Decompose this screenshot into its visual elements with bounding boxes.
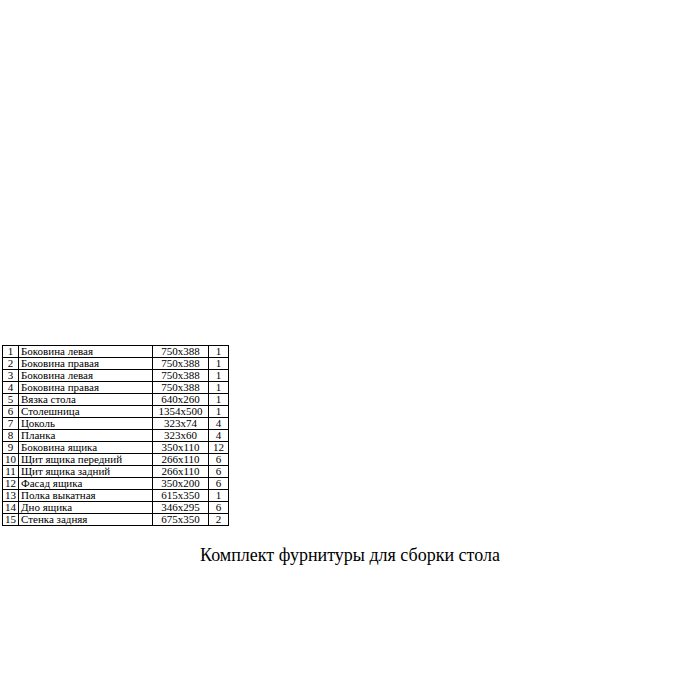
part-size: 615x350 (153, 490, 209, 502)
parts-table-row: 15Стенка задняя675x3502 (3, 514, 229, 526)
part-name: Фасад ящика (19, 478, 153, 490)
part-number: 14 (3, 502, 19, 514)
part-size: 266x110 (153, 466, 209, 478)
part-name: Боковина правая (19, 358, 153, 370)
part-size: 750x388 (153, 382, 209, 394)
part-name: Боковина правая (19, 382, 153, 394)
part-name: Дно ящика (19, 502, 153, 514)
part-size: 266x110 (153, 454, 209, 466)
parts-table-row: 13Полка выкатная615x3501 (3, 490, 229, 502)
part-size: 1354x500 (153, 406, 209, 418)
parts-table-row: 8Планка323x604 (3, 430, 229, 442)
part-number: 11 (3, 466, 19, 478)
part-size: 350x110 (153, 442, 209, 454)
part-name: Боковина левая (19, 370, 153, 382)
part-number: 7 (3, 418, 19, 430)
parts-table-row: 4Боковина правая750x3881 (3, 382, 229, 394)
part-qty: 1 (209, 394, 229, 406)
part-qty: 1 (209, 358, 229, 370)
part-name: Столешница (19, 406, 153, 418)
hardware-kit-title: Комплект фурнитуры для сборки стола (0, 545, 700, 566)
parts-table-row: 6Столешница1354x5001 (3, 406, 229, 418)
part-qty: 1 (209, 346, 229, 358)
parts-table-row: 11Щит ящика задний266x1106 (3, 466, 229, 478)
part-name: Щит ящика задний (19, 466, 153, 478)
part-qty: 6 (209, 454, 229, 466)
part-size: 640x260 (153, 394, 209, 406)
part-qty: 2 (209, 514, 229, 526)
part-qty: 1 (209, 370, 229, 382)
part-number: 5 (3, 394, 19, 406)
part-number: 8 (3, 430, 19, 442)
part-number: 10 (3, 454, 19, 466)
part-qty: 1 (209, 406, 229, 418)
part-number: 2 (3, 358, 19, 370)
drawer-assembly-diagram (453, 48, 698, 228)
part-number: 12 (3, 478, 19, 490)
part-size: 350x200 (153, 478, 209, 490)
parts-table-row: 1Боковина левая750x3881 (3, 346, 229, 358)
part-number: 3 (3, 370, 19, 382)
part-size: 750x388 (153, 370, 209, 382)
part-qty: 1 (209, 382, 229, 394)
parts-table-row: 10Щит ящика передний266x1106 (3, 454, 229, 466)
part-qty: 1 (209, 490, 229, 502)
part-name: Боковина ящика (19, 442, 153, 454)
parts-table-row: 2Боковина правая750x3881 (3, 358, 229, 370)
part-qty: 6 (209, 502, 229, 514)
parts-table-row: 14Дно ящика346x2956 (3, 502, 229, 514)
part-name: Щит ящика передний (19, 454, 153, 466)
parts-table-row: 7Цоколь323x744 (3, 418, 229, 430)
part-size: 750x388 (153, 346, 209, 358)
parts-table-row: 9Боковина ящика350x11012 (3, 442, 229, 454)
part-name: Полка выкатная (19, 490, 153, 502)
parts-table-row: 5Вязка стола640x2601 (3, 394, 229, 406)
part-number: 1 (3, 346, 19, 358)
part-size: 323x60 (153, 430, 209, 442)
part-qty: 4 (209, 418, 229, 430)
part-number: 15 (3, 514, 19, 526)
part-name: Вязка стола (19, 394, 153, 406)
desk-dimension-view (255, 220, 700, 542)
parts-list-table: 1Боковина левая750x38812Боковина правая7… (2, 345, 229, 526)
part-size: 346x295 (153, 502, 209, 514)
part-number: 6 (3, 406, 19, 418)
part-size: 675x350 (153, 514, 209, 526)
part-number: 9 (3, 442, 19, 454)
part-name: Боковина левая (19, 346, 153, 358)
part-qty: 6 (209, 478, 229, 490)
part-size: 323x74 (153, 418, 209, 430)
part-size: 750x388 (153, 358, 209, 370)
parts-table-row: 3Боковина левая750x3881 (3, 370, 229, 382)
parts-table-row: 12Фасад ящика350x2006 (3, 478, 229, 490)
part-qty: 6 (209, 466, 229, 478)
part-number: 4 (3, 382, 19, 394)
part-qty: 4 (209, 430, 229, 442)
part-name: Цоколь (19, 418, 153, 430)
part-name: Планка (19, 430, 153, 442)
part-number: 13 (3, 490, 19, 502)
part-name: Стенка задняя (19, 514, 153, 526)
part-qty: 12 (209, 442, 229, 454)
